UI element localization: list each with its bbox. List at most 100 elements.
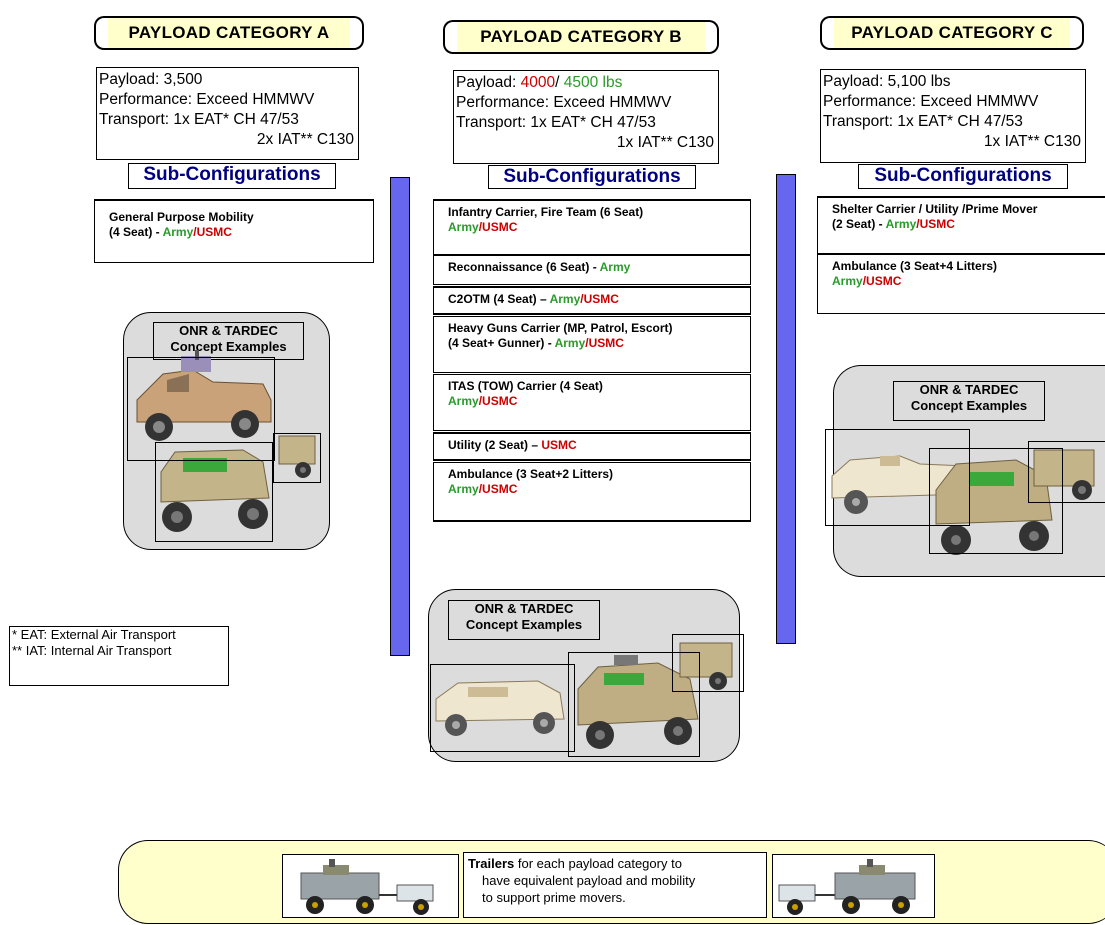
image-frame	[672, 634, 744, 692]
category-a-transport-2: 2x IAT** C130	[256, 131, 354, 148]
config-label: ITAS (TOW) Carrier (4 Seat)	[448, 379, 603, 393]
payload-separator: /	[555, 74, 564, 91]
category-b-title: PAYLOAD CATEGORY B	[480, 27, 682, 46]
tag-separator: /	[916, 217, 920, 231]
payload-label: Payload:	[456, 74, 521, 91]
concept-label-line1: ONR & TARDEC	[179, 323, 278, 338]
column-divider-left	[390, 177, 410, 656]
concept-trailer-illustration	[278, 435, 316, 478]
payload-value-usmc: 4500 lbs	[563, 74, 623, 91]
concept-truck-illustration	[577, 655, 699, 749]
tag-separator: /	[585, 336, 589, 350]
army-tag: Army	[832, 274, 863, 288]
category-c-payload-box: Payload: 5,100 lbs Performance: Exceed H…	[820, 69, 1086, 163]
category-a-banner: PAYLOAD CATEGORY A	[94, 16, 364, 50]
usmc-tag: USMC	[482, 394, 518, 408]
config-ambulance-b: Ambulance (3 Seat+2 Litters) Army/USMC	[433, 462, 751, 522]
footnote-box: * EAT: External Air Transport ** IAT: In…	[9, 626, 229, 686]
config-tags: Army/USMC	[448, 394, 736, 409]
army-tag: Army	[885, 217, 917, 231]
config-itas-carrier: ITAS (TOW) Carrier (4 Seat) Army/USMC	[433, 374, 751, 431]
concept-label-line2: Concept Examples	[910, 398, 1028, 413]
config-general-purpose: General Purpose Mobility	[109, 210, 254, 224]
config-label: Heavy Guns Carrier (MP, Patrol, Escort)	[448, 321, 673, 335]
image-frame	[155, 442, 273, 542]
category-c-subconfig-header: Sub-Configurations	[858, 164, 1068, 189]
category-b-transport-1: Transport: 1x EAT* CH 47/53	[456, 114, 656, 131]
category-b-payload-box: Payload: 4000/ 4500 lbs Performance: Exc…	[453, 70, 719, 164]
config-ambulance-c: Ambulance (3 Seat+4 Litters) Army/USMC	[817, 254, 1105, 314]
trailer-illustration-left	[300, 859, 434, 915]
trailers-description: Trailers for each payload category to ha…	[463, 852, 767, 918]
category-b-transport-2: 1x IAT** C130	[616, 134, 714, 151]
config-infantry-carrier: Infantry Carrier, Fire Team (6 Seat) Arm…	[433, 199, 751, 255]
category-a-payload-box: Payload: 3,500 Performance: Exceed HMMWV…	[96, 67, 359, 160]
usmc-tag: USMC	[919, 217, 955, 231]
tag-separator: /	[193, 225, 197, 239]
image-frame	[127, 357, 275, 461]
config-general-purpose-seats: (4 Seat) - Army/USMC	[109, 225, 359, 240]
army-tag: Army	[554, 336, 586, 350]
army-tag: Army	[448, 220, 479, 234]
category-c-transport-1: Transport: 1x EAT* CH 47/53	[823, 113, 1023, 130]
payload-value-army: 4000	[520, 74, 556, 91]
config-label: Ambulance (3 Seat+4 Litters)	[832, 259, 998, 273]
usmc-tag: USMC	[583, 292, 619, 306]
column-divider-right	[776, 174, 796, 644]
category-c-performance: Performance: Exceed HMMWV	[823, 93, 1039, 110]
category-c-payload-line: Payload: 5,100 lbs	[823, 72, 1083, 92]
footnote-eat: * EAT: External Air Transport	[12, 627, 176, 642]
category-a-concept-label: ONR & TARDEC Concept Examples	[153, 322, 304, 360]
image-frame	[568, 652, 700, 757]
config-label: Shelter Carrier / Utility /Prime Mover	[832, 202, 1038, 216]
config-seats: (2 Seat) -	[832, 217, 886, 231]
usmc-tag: USMC	[196, 225, 232, 239]
config-shelter-carrier: Shelter Carrier / Utility /Prime Mover (…	[817, 196, 1105, 254]
tag-separator: /	[862, 274, 867, 288]
config-tags: (2 Seat) - Army/USMC	[832, 217, 1091, 232]
image-frame	[929, 448, 1063, 554]
category-c-title: PAYLOAD CATEGORY C	[851, 23, 1053, 42]
config-label: Utility (2 Seat) –	[448, 438, 542, 452]
tag-separator: /	[580, 292, 584, 306]
payload-label: Payload:	[823, 73, 888, 90]
tag-separator: /	[478, 220, 483, 234]
payload-label: Payload:	[99, 71, 164, 88]
category-a-vehicle-illustrations	[136, 350, 316, 532]
category-a-payload-line: Payload: 3,500	[99, 70, 356, 90]
category-b-performance: Performance: Exceed HMMWV	[456, 94, 672, 111]
category-b-concept-label: ONR & TARDEC Concept Examples	[448, 600, 600, 640]
concept-truck-illustration	[136, 350, 272, 441]
concept-truck-illustration	[160, 449, 270, 532]
config-label: Ambulance (3 Seat+2 Litters)	[448, 467, 614, 481]
config-tags: (4 Seat+ Gunner) - Army/USMC	[448, 336, 736, 351]
concept-label-line1: ONR & TARDEC	[919, 382, 1019, 397]
usmc-tag: USMC	[482, 482, 518, 496]
concept-trailer-illustration	[679, 642, 733, 690]
usmc-tag: USMC	[866, 274, 902, 288]
usmc-tag: USMC	[482, 220, 518, 234]
concept-truck-illustration	[435, 680, 565, 736]
payload-value: 5,100 lbs	[887, 73, 951, 90]
army-tag: Army	[162, 225, 194, 239]
config-utility: Utility (2 Seat) – USMC	[433, 432, 751, 461]
config-tags: Army/USMC	[448, 482, 736, 497]
trailers-bold: Trailers	[468, 856, 515, 871]
category-a-subconfig-header: Sub-Configurations	[128, 163, 336, 189]
image-frame	[825, 429, 970, 526]
category-c-banner: PAYLOAD CATEGORY C	[820, 16, 1084, 50]
category-c-concept-label: ONR & TARDEC Concept Examples	[893, 381, 1045, 421]
category-a-config-box: General Purpose Mobility (4 Seat) - Army…	[94, 199, 374, 263]
image-frame	[1028, 441, 1105, 503]
config-seats: (4 Seat) -	[109, 225, 163, 239]
category-a-transport-1: Transport: 1x EAT* CH 47/53	[99, 111, 299, 128]
usmc-tag: USMC	[588, 336, 624, 350]
category-a-title: PAYLOAD CATEGORY A	[128, 23, 330, 42]
config-label: Reconnaissance (6 Seat) -	[448, 260, 600, 274]
config-seats: (4 Seat+ Gunner) -	[448, 336, 555, 350]
category-c-transport-2: 1x IAT** C130	[983, 133, 1081, 150]
config-reconnaissance: Reconnaissance (6 Seat) - Army	[433, 255, 751, 285]
category-b-banner: PAYLOAD CATEGORY B	[443, 20, 719, 54]
army-tag: Army	[448, 394, 479, 408]
concept-label-line1: ONR & TARDEC	[474, 601, 574, 616]
